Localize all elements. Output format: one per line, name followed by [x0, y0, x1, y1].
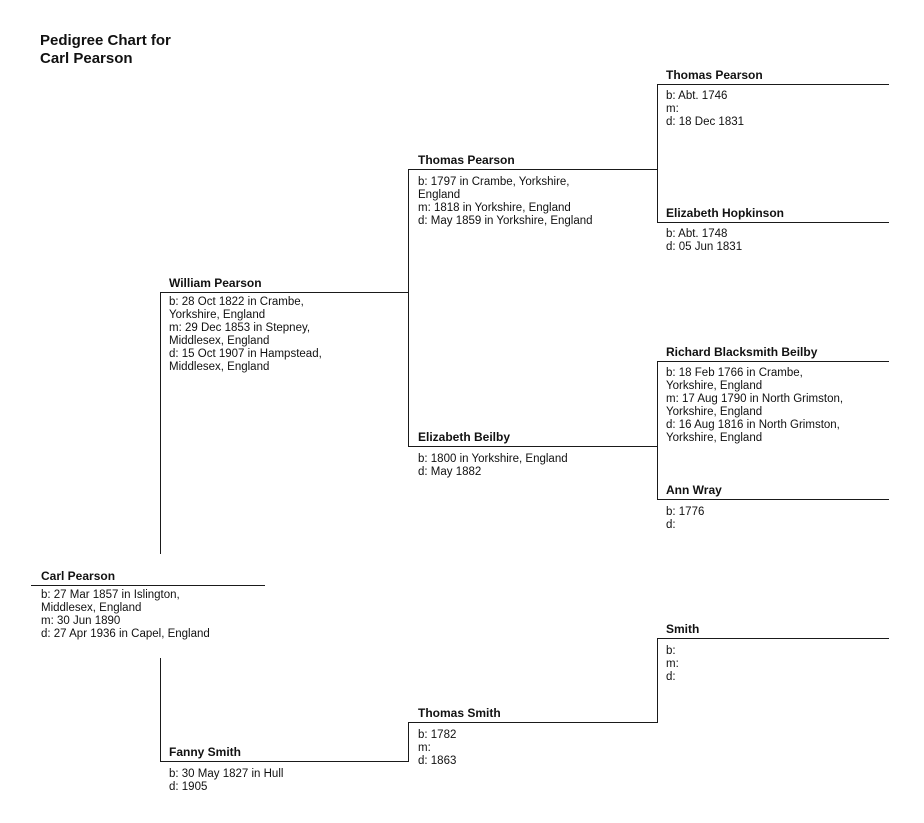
detail-line: d: 15 Oct 1907 in Hampstead, [169, 348, 322, 360]
person-underline [657, 222, 889, 223]
detail-line: d: 1905 [169, 781, 208, 793]
detail-line: m: [666, 658, 679, 670]
person-underline [657, 361, 889, 362]
connector-carl-william [160, 293, 161, 554]
connector-thomas-parents [657, 85, 658, 222]
person-name: Smith [666, 622, 700, 636]
detail-line: Middlesex, England [169, 335, 270, 347]
detail-line: m: [418, 742, 431, 754]
person-details: b: 18 Feb 1766 in Crambe, Yorkshire, Eng… [666, 367, 843, 445]
detail-line: m: 17 Aug 1790 in North Grimston, [666, 393, 844, 405]
detail-line: b: 18 Feb 1766 in Crambe, [666, 367, 803, 379]
detail-line: b: 30 May 1827 in Hull [169, 768, 284, 780]
person-name: William Pearson [169, 276, 262, 290]
person-details: b: Abt. 1748 d: 05 Jun 1831 [666, 228, 742, 254]
chart-title: Pedigree Chart for Carl Pearson [40, 32, 171, 68]
detail-line: b: 1776 [666, 506, 705, 518]
detail-line: d: [666, 671, 676, 683]
person-name: Thomas Smith [418, 706, 501, 720]
detail-line: b: 28 Oct 1822 in Crambe, [169, 296, 304, 308]
detail-line: d: 1863 [418, 755, 457, 767]
detail-line: Yorkshire, England [666, 406, 763, 418]
detail-line: England [418, 189, 461, 201]
connector-fanny-father [408, 722, 409, 762]
person-underline [657, 638, 889, 639]
person-underline [408, 446, 658, 447]
detail-line: d: [666, 519, 676, 531]
detail-line: m: 1818 in Yorkshire, England [418, 202, 571, 214]
person-name: Elizabeth Hopkinson [666, 206, 785, 220]
chart-title-line-2: Carl Pearson [40, 50, 133, 67]
person-name: Carl Pearson [41, 569, 116, 583]
detail-line: d: 16 Aug 1816 in North Grimston, [666, 419, 840, 431]
detail-line: b: [666, 645, 676, 657]
connector-carl-fanny [160, 658, 161, 762]
person-name: Thomas Pearson [666, 68, 763, 82]
person-details: b: Abt. 1746 m: d: 18 Dec 1831 [666, 90, 744, 129]
person-underline [657, 499, 889, 500]
detail-line: d: 27 Apr 1936 in Capel, England [41, 628, 210, 640]
person-name: Fanny Smith [169, 745, 242, 759]
detail-line: d: 18 Dec 1831 [666, 116, 745, 128]
person-name: Richard Blacksmith Beilby [666, 345, 818, 359]
connector-elizabeth-parents [657, 361, 658, 499]
detail-line: b: 1800 in Yorkshire, England [418, 453, 568, 465]
detail-line: m: [666, 103, 679, 115]
person-underline [408, 169, 658, 170]
person-underline [408, 722, 658, 723]
detail-line: b: 1782 [418, 729, 457, 741]
detail-line: b: Abt. 1748 [666, 228, 728, 240]
detail-line: Yorkshire, England [666, 380, 763, 392]
detail-line: Yorkshire, England [169, 309, 266, 321]
person-underline [31, 585, 265, 586]
person-underline [160, 761, 409, 762]
detail-line: Middlesex, England [41, 602, 142, 614]
connector-thomas-smith-parent [657, 638, 658, 722]
connector-william-parents [408, 170, 409, 446]
detail-line: b: Abt. 1746 [666, 90, 728, 102]
detail-line: Yorkshire, England [666, 432, 763, 444]
chart-title-line-1: Pedigree Chart for [40, 32, 171, 49]
detail-line: b: 1797 in Crambe, Yorkshire, [418, 176, 570, 188]
person-details: b: 1776 d: [666, 506, 704, 532]
person-details: b: 1782 m: d: 1863 [418, 729, 456, 768]
person-name: Ann Wray [666, 483, 722, 497]
person-name: Thomas Pearson [418, 153, 515, 167]
detail-line: d: May 1859 in Yorkshire, England [418, 215, 593, 227]
person-details: b: 30 May 1827 in Hull d: 1905 [169, 768, 283, 794]
person-details: b: 27 Mar 1857 in Islington, Middlesex, … [41, 589, 210, 641]
detail-line: m: 30 Jun 1890 [41, 615, 121, 627]
person-details: b: 1800 in Yorkshire, England d: May 188… [418, 453, 568, 479]
detail-line: Middlesex, England [169, 361, 270, 373]
person-details: b: m: d: [666, 645, 679, 684]
person-underline [657, 84, 889, 85]
detail-line: d: 05 Jun 1831 [666, 241, 743, 253]
person-details: b: 28 Oct 1822 in Crambe, Yorkshire, Eng… [169, 296, 322, 374]
detail-line: m: 29 Dec 1853 in Stepney, [169, 322, 311, 334]
detail-line: d: May 1882 [418, 466, 482, 478]
person-underline [160, 292, 409, 293]
person-details: b: 1797 in Crambe, Yorkshire, England m:… [418, 176, 593, 228]
person-name: Elizabeth Beilby [418, 430, 511, 444]
detail-line: b: 27 Mar 1857 in Islington, [41, 589, 180, 601]
